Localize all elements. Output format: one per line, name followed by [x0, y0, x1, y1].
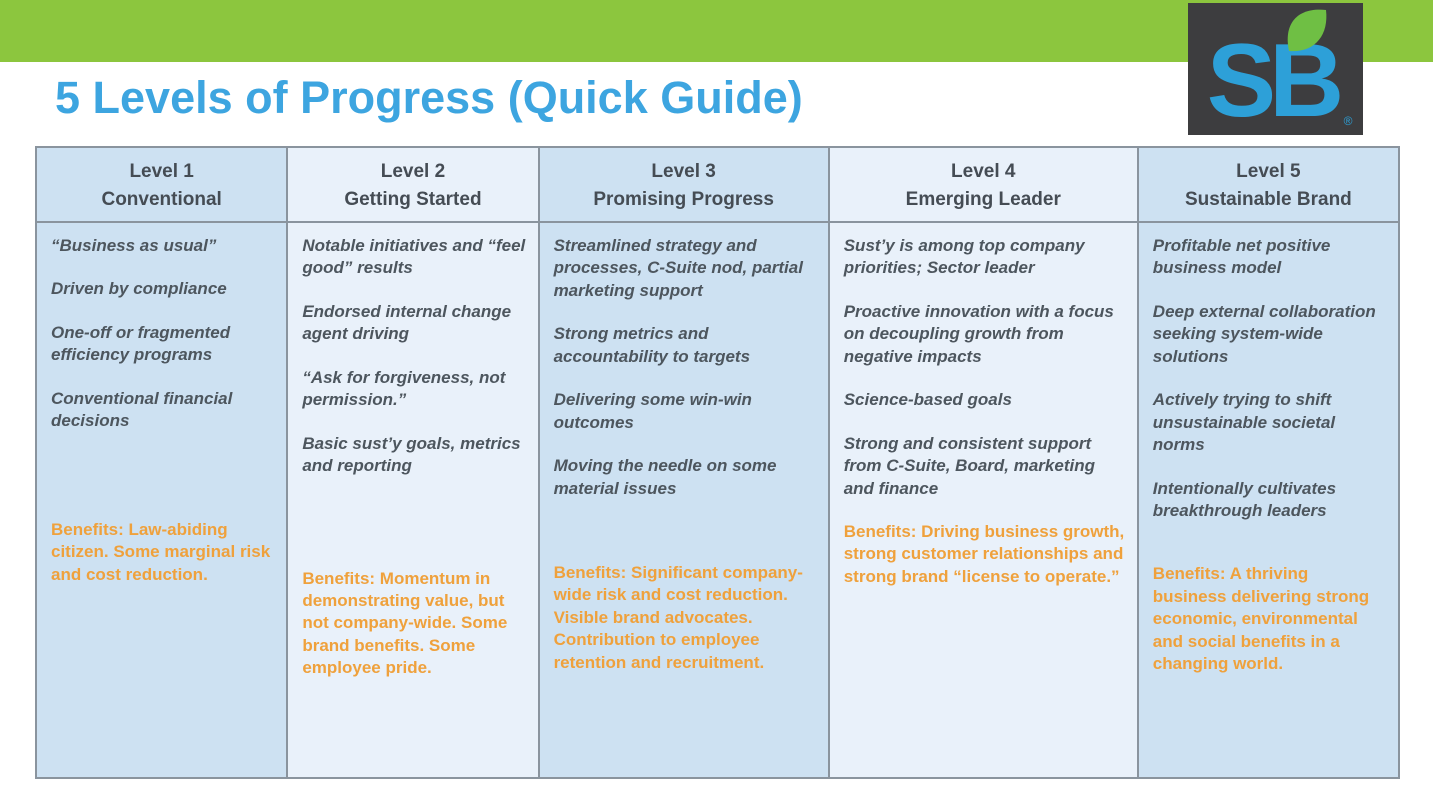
body-item: Deep external collaboration seeking syst… — [1152, 301, 1376, 366]
column-body: Notable initiatives and “feel good” resu… — [288, 223, 537, 701]
column-level-2: Level 2 Getting Started Notable initiati… — [286, 148, 538, 777]
leaf-icon — [1287, 9, 1327, 52]
column-body: Sust’y is among top company priorities; … — [830, 223, 1137, 609]
column-header: Level 1 Conventional — [37, 148, 287, 223]
column-header: Level 2 Getting Started — [288, 148, 538, 223]
header-name: Promising Progress — [593, 189, 774, 210]
registered-mark: ® — [1344, 114, 1353, 128]
header-name: Sustainable Brand — [1184, 189, 1352, 210]
benefits-text: Benefits: Law-abiding citizen. Some marg… — [51, 519, 271, 584]
column-header: Level 4 Emerging Leader — [829, 148, 1137, 223]
header-level: Level 1 — [129, 161, 194, 182]
body-item: Proactive innovation with a focus on dec… — [843, 301, 1114, 366]
sb-logo-graphic: SB ® — [1188, 3, 1363, 139]
column-level-3: Level 3 Promising Progress Streamlined s… — [537, 148, 828, 777]
body-item: Strong and consistent support from C-Sui… — [843, 433, 1095, 498]
column-body: Streamlined strategy and processes, C-Su… — [540, 223, 828, 695]
body-item: Notable initiatives and “feel good” resu… — [302, 236, 526, 278]
body-item: Delivering some win-win outcomes — [553, 390, 752, 432]
benefits-text: Benefits: Significant company-wide risk … — [553, 562, 803, 672]
body-item: Endorsed internal change agent driving — [302, 301, 512, 344]
column-header: Level 5 Sustainable Brand — [1138, 148, 1398, 223]
column-level-1: Level 1 Conventional “Business as usual”… — [37, 148, 287, 777]
benefits-text: Benefits: A thriving business delivering… — [1152, 564, 1370, 674]
levels-table: Level 1 Conventional “Business as usual”… — [35, 146, 1400, 779]
body-item: Basic sust’y goals, metrics and reportin… — [302, 433, 521, 476]
body-item: Intentionally cultivates breakthrough le… — [1152, 478, 1337, 520]
body-item: Moving the needle on some material issue… — [553, 456, 777, 498]
column-body: Profitable net positive business model D… — [1139, 223, 1398, 697]
header-name: Emerging Leader — [905, 189, 1061, 210]
benefits-text: Benefits: Momentum in demonstrating valu… — [302, 568, 508, 678]
header-name: Getting Started — [344, 189, 482, 210]
header-level: Level 4 — [951, 161, 1016, 182]
body-item: Strong metrics and accountability to tar… — [553, 324, 751, 366]
header-level: Level 5 — [1236, 161, 1301, 182]
body-item: Conventional financial decisions — [51, 388, 233, 431]
body-item: Actively trying to shift unsustainable s… — [1152, 390, 1336, 455]
logo-letters: SB — [1207, 23, 1340, 135]
body-item: Profitable net positive business model — [1152, 236, 1331, 278]
body-item: “Business as usual” — [51, 236, 217, 255]
column-level-4: Level 4 Emerging Leader Sust’y is among … — [827, 148, 1137, 777]
sb-logo: SB ® — [1188, 3, 1363, 139]
header-level: Level 3 — [651, 161, 716, 182]
body-item: Science-based goals — [843, 390, 1012, 410]
column-header: Level 3 Promising Progress — [539, 148, 828, 223]
body-item: Driven by compliance — [51, 279, 227, 299]
benefits-text: Benefits: Driving business growth, stron… — [843, 521, 1125, 586]
body-item: Sust’y is among top company priorities; … — [843, 236, 1085, 278]
body-item: Streamlined strategy and processes, C-Su… — [553, 236, 803, 300]
column-level-5: Level 5 Sustainable Brand Profitable net… — [1136, 148, 1398, 777]
logo-background — [1188, 3, 1363, 135]
header-level: Level 2 — [380, 161, 446, 182]
body-item: One-off or fragmented efficiency program… — [51, 322, 231, 365]
column-body: “Business as usual” Driven by compliance… — [37, 223, 286, 607]
slide-title: 5 Levels of Progress (Quick Guide) — [55, 72, 803, 123]
body-item: “Ask for forgiveness, not permission.” — [302, 367, 506, 410]
header-name: Conventional — [101, 189, 222, 210]
